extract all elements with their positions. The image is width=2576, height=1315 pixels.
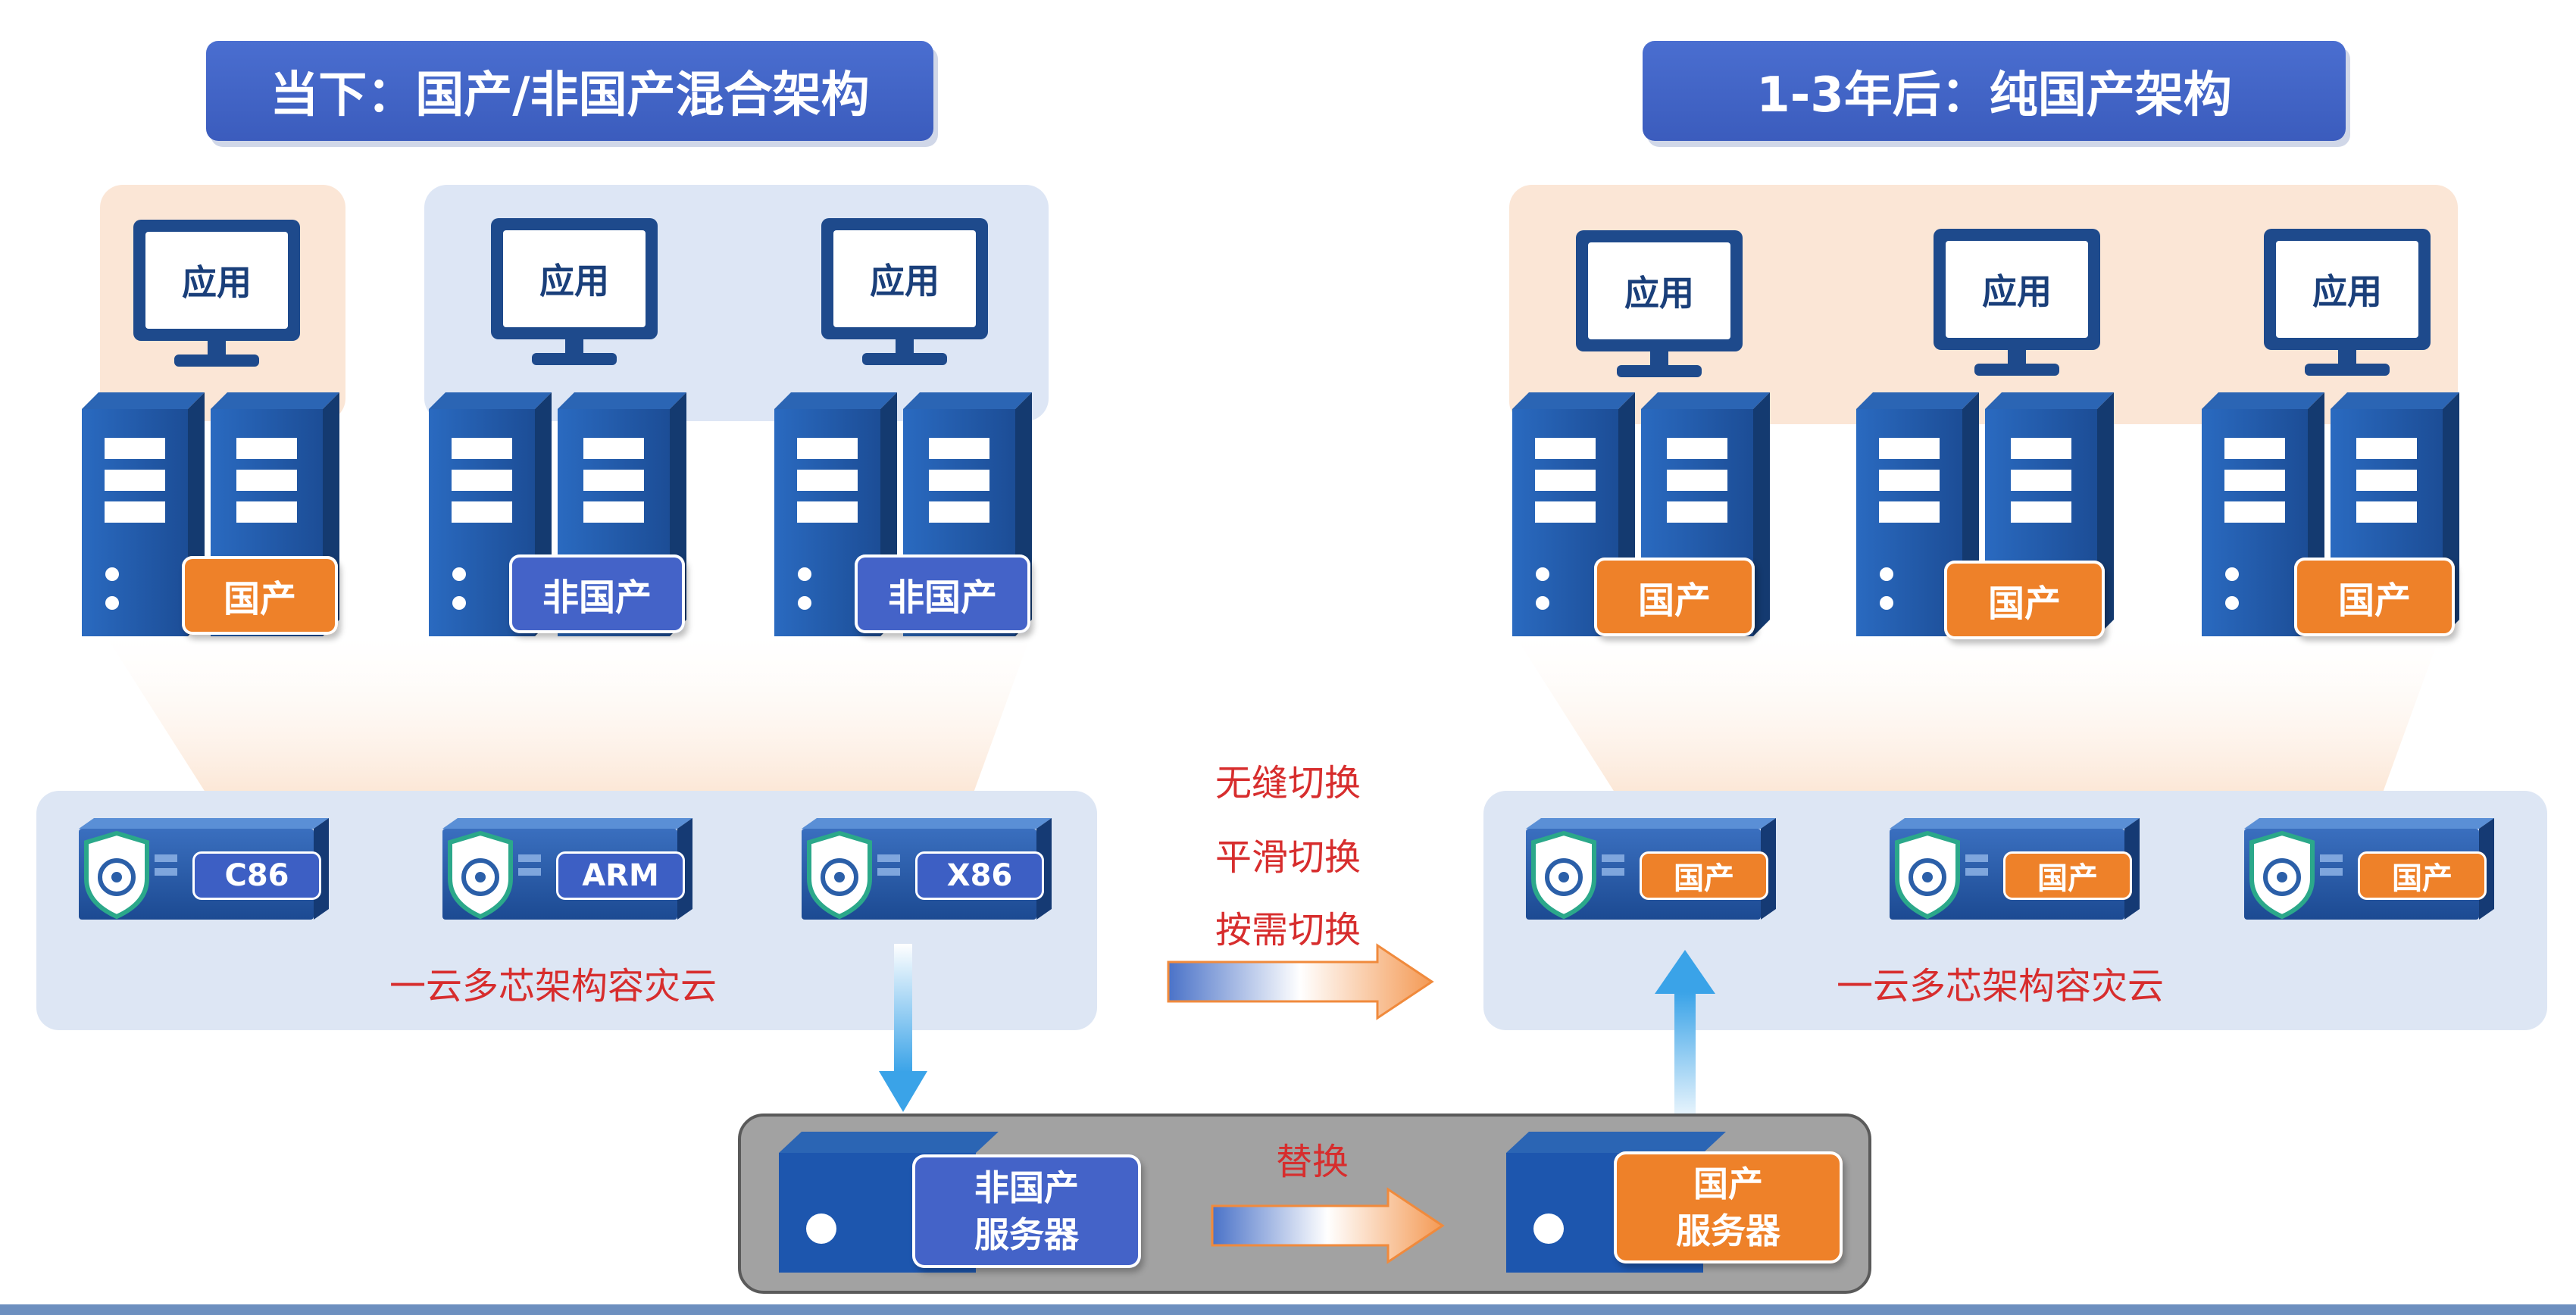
app-monitor: 应用 bbox=[821, 218, 988, 367]
app-label: 应用 bbox=[2276, 241, 2418, 338]
left-cloud-label: 一云多芯架构容灾云 bbox=[389, 965, 717, 1007]
appliance-arch-label: ARM bbox=[556, 851, 685, 900]
app-label: 应用 bbox=[503, 230, 646, 327]
server-tower: 国产 bbox=[2202, 392, 2476, 636]
server-type-badge: 国产 bbox=[1594, 558, 1755, 636]
server-tower: 国产 bbox=[1512, 392, 1787, 636]
transition-line-ondemand: 按需切换 bbox=[1215, 909, 1361, 951]
dr-appliance: 国产 bbox=[1511, 818, 1785, 932]
app-monitor: 应用 bbox=[1576, 230, 1743, 379]
old-server-line1: 非国产 bbox=[974, 1167, 1079, 1208]
app-monitor: 应用 bbox=[1934, 229, 2100, 377]
appliance-arch-label: X86 bbox=[915, 851, 1044, 900]
server-type-badge: 非国产 bbox=[509, 554, 685, 633]
replace-label: 替换 bbox=[1276, 1141, 1349, 1183]
appliance-arch-label: C86 bbox=[192, 851, 321, 900]
transition-line-smooth: 平滑切换 bbox=[1215, 836, 1361, 879]
new-server-line1: 国产 bbox=[1693, 1164, 1763, 1204]
server-tower: 非国产 bbox=[429, 392, 703, 636]
app-label: 应用 bbox=[1588, 242, 1730, 339]
server-tower-icon bbox=[774, 392, 1032, 636]
app-monitor: 应用 bbox=[133, 220, 300, 368]
server-type-badge: 非国产 bbox=[855, 554, 1030, 633]
dr-appliance: ARM bbox=[427, 818, 702, 932]
down-arrow-icon bbox=[879, 944, 927, 1112]
server-tower: 国产 bbox=[82, 392, 356, 636]
appliance-arch-label: 国产 bbox=[1640, 851, 1768, 900]
app-monitor: 应用 bbox=[2264, 229, 2431, 377]
right-cloud-label: 一云多芯架构容灾云 bbox=[1837, 965, 2165, 1007]
bottom-divider bbox=[0, 1304, 2576, 1315]
server-type-badge: 国产 bbox=[2294, 558, 2455, 636]
old-server-line2: 服务器 bbox=[974, 1214, 1079, 1255]
left-title: 当下：国产/非国产混合架构 bbox=[270, 67, 870, 123]
left-funnel-glow bbox=[106, 636, 1030, 803]
server-tower: 国产 bbox=[1856, 392, 2131, 639]
transition-arrow-icon bbox=[1167, 943, 1434, 1020]
old-server-badge: 非国产 服务器 bbox=[912, 1154, 1141, 1268]
appliance-arch-label: 国产 bbox=[2358, 851, 2487, 900]
new-server-line2: 服务器 bbox=[1676, 1210, 1780, 1251]
server-type-badge: 国产 bbox=[1944, 561, 2105, 639]
server-tower-icon bbox=[82, 392, 339, 636]
new-server-badge: 国产 服务器 bbox=[1614, 1151, 1843, 1263]
up-arrow-icon bbox=[1655, 950, 1715, 1132]
dr-appliance: X86 bbox=[786, 818, 1061, 932]
left-title-banner: 当下：国产/非国产混合架构 bbox=[206, 41, 933, 141]
dr-appliance: 国产 bbox=[2229, 818, 2503, 932]
right-funnel-glow bbox=[1515, 636, 2440, 803]
app-label: 应用 bbox=[833, 230, 976, 327]
right-title-banner: 1-3年后：纯国产架构 bbox=[1643, 41, 2346, 141]
appliance-arch-label: 国产 bbox=[2003, 851, 2132, 900]
dr-appliance: C86 bbox=[64, 818, 338, 932]
app-label: 应用 bbox=[145, 232, 288, 329]
dr-appliance: 国产 bbox=[1874, 818, 2149, 932]
transition-line-seamless: 无缝切换 bbox=[1215, 762, 1361, 804]
replace-arrow-icon bbox=[1211, 1187, 1445, 1264]
app-monitor: 应用 bbox=[491, 218, 658, 367]
server-type-badge: 国产 bbox=[182, 556, 338, 635]
app-label: 应用 bbox=[1946, 241, 2088, 338]
server-tower: 非国产 bbox=[774, 392, 1049, 636]
right-title: 1-3年后：纯国产架构 bbox=[1756, 67, 2232, 123]
